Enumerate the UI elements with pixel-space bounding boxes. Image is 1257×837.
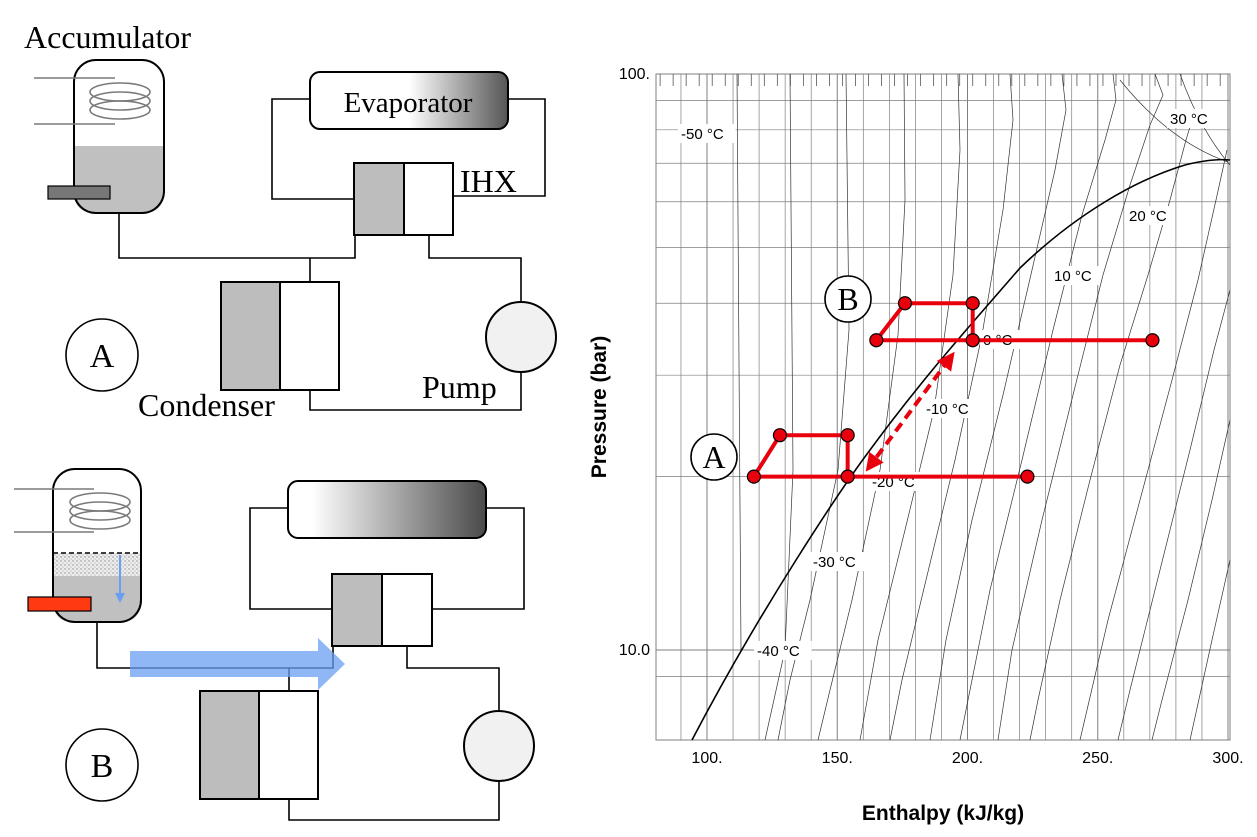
isotherm-label: 20 °C bbox=[1129, 208, 1167, 225]
ph-chart: -50 °C30 °C20 °C10 °C0 °C-10 °C-20 °C-30… bbox=[588, 66, 1244, 825]
condenser-b bbox=[199, 690, 319, 800]
heater-element bbox=[47, 185, 111, 200]
isotherm-label: -10 °C bbox=[926, 401, 969, 418]
isotherm-label: 30 °C bbox=[1170, 111, 1208, 128]
isotherm-line bbox=[1117, 289, 1231, 741]
isotherm-label: -50 °C bbox=[681, 126, 724, 143]
isotherm-labels: -50 °C30 °C20 °C10 °C0 °C-10 °C-20 °C-30… bbox=[678, 109, 1216, 660]
piping-a bbox=[118, 98, 546, 411]
isotherm-lines bbox=[736, 73, 1231, 741]
x-tick-label: 300. bbox=[1212, 750, 1243, 767]
cycle-point bbox=[840, 428, 855, 443]
cycle-point bbox=[840, 469, 855, 484]
accumulator-vessel-b bbox=[14, 468, 142, 623]
isotherm-line bbox=[1119, 79, 1229, 163]
cycle-badge-label: B bbox=[837, 281, 858, 317]
y-tick-label: 10.0 bbox=[619, 642, 650, 659]
isotherm-line bbox=[1189, 559, 1231, 741]
evaporator-b bbox=[287, 480, 487, 539]
badge-a-left-label: A bbox=[90, 338, 115, 375]
cycle-point bbox=[772, 428, 788, 443]
pump bbox=[485, 301, 557, 373]
condenser bbox=[220, 281, 340, 391]
isotherm-line bbox=[997, 73, 1164, 741]
badge-b-left bbox=[65, 728, 139, 802]
evaporator-label: Evaporator bbox=[344, 87, 473, 119]
flow-arrow bbox=[130, 638, 345, 690]
saturation-curve bbox=[691, 158, 1231, 741]
heater-element-b-active bbox=[27, 596, 92, 612]
pump-label: Pump bbox=[422, 369, 497, 405]
isotherm-label-bg bbox=[678, 124, 736, 143]
y-axis-title: Pressure (bar) bbox=[588, 336, 611, 478]
cycle-badge bbox=[690, 433, 738, 481]
x-tick-label: 250. bbox=[1082, 750, 1113, 767]
cycles: AB bbox=[690, 275, 1160, 484]
grid-lines bbox=[656, 74, 1230, 740]
cycle-point bbox=[869, 333, 884, 348]
isotherm-line bbox=[1151, 419, 1231, 741]
ihx bbox=[353, 162, 454, 236]
cycle-badge-label: A bbox=[702, 439, 725, 475]
y-tick-label: 100. bbox=[619, 66, 650, 83]
coil-icon bbox=[34, 77, 151, 125]
x-axis-title: Enthalpy (kJ/kg) bbox=[862, 802, 1024, 825]
accumulator-vessel bbox=[34, 59, 165, 214]
cycle-point bbox=[746, 469, 761, 484]
cycle-badge bbox=[824, 275, 872, 323]
x-tick-label: 100. bbox=[691, 750, 722, 767]
isotherm-label: 10 °C bbox=[1054, 268, 1092, 285]
cycle-point bbox=[965, 296, 980, 311]
isotherm-label-bg bbox=[810, 552, 868, 571]
isotherm-label-bg bbox=[1126, 206, 1175, 225]
cycle-point bbox=[1020, 469, 1035, 484]
pump-b bbox=[463, 710, 535, 782]
diagram-a: Accumulator Evaporator IHX bbox=[24, 19, 557, 423]
saturation-line bbox=[691, 158, 1231, 741]
condenser-label: Condenser bbox=[138, 387, 275, 423]
cycle-point bbox=[965, 333, 980, 348]
transition-arrow bbox=[865, 351, 955, 472]
x-tick-label: 150. bbox=[822, 750, 853, 767]
ihx-label: IHX bbox=[460, 163, 517, 199]
accumulator-label: Accumulator bbox=[24, 19, 191, 55]
isotherm-line bbox=[1029, 109, 1196, 741]
isotherm-line bbox=[1079, 149, 1228, 741]
isotherm-line bbox=[959, 73, 1117, 741]
isotherm-label: -30 °C bbox=[813, 554, 856, 571]
cycle-point bbox=[1145, 333, 1160, 348]
axis-ticks: 100. 150. 200. 250. 300. 100. 10.0 bbox=[619, 66, 1244, 767]
isotherm-label-bg bbox=[1167, 109, 1216, 128]
diagram-b: B bbox=[14, 468, 535, 821]
cycle-point bbox=[897, 296, 913, 311]
evaporator bbox=[309, 71, 509, 130]
isotherm-line bbox=[736, 73, 742, 651]
isotherm-line bbox=[764, 73, 794, 741]
isotherm-label-bg bbox=[1051, 266, 1100, 285]
isotherm-label: -40 °C bbox=[757, 643, 800, 660]
badge-b-left-label: B bbox=[91, 748, 114, 785]
isotherm-label-bg bbox=[754, 641, 812, 660]
badge-a-left bbox=[65, 318, 139, 392]
coil-icon-b bbox=[14, 488, 131, 533]
ihx-b bbox=[331, 573, 433, 647]
isotherm-line bbox=[889, 73, 1014, 741]
x-tick-label: 200. bbox=[952, 750, 983, 767]
